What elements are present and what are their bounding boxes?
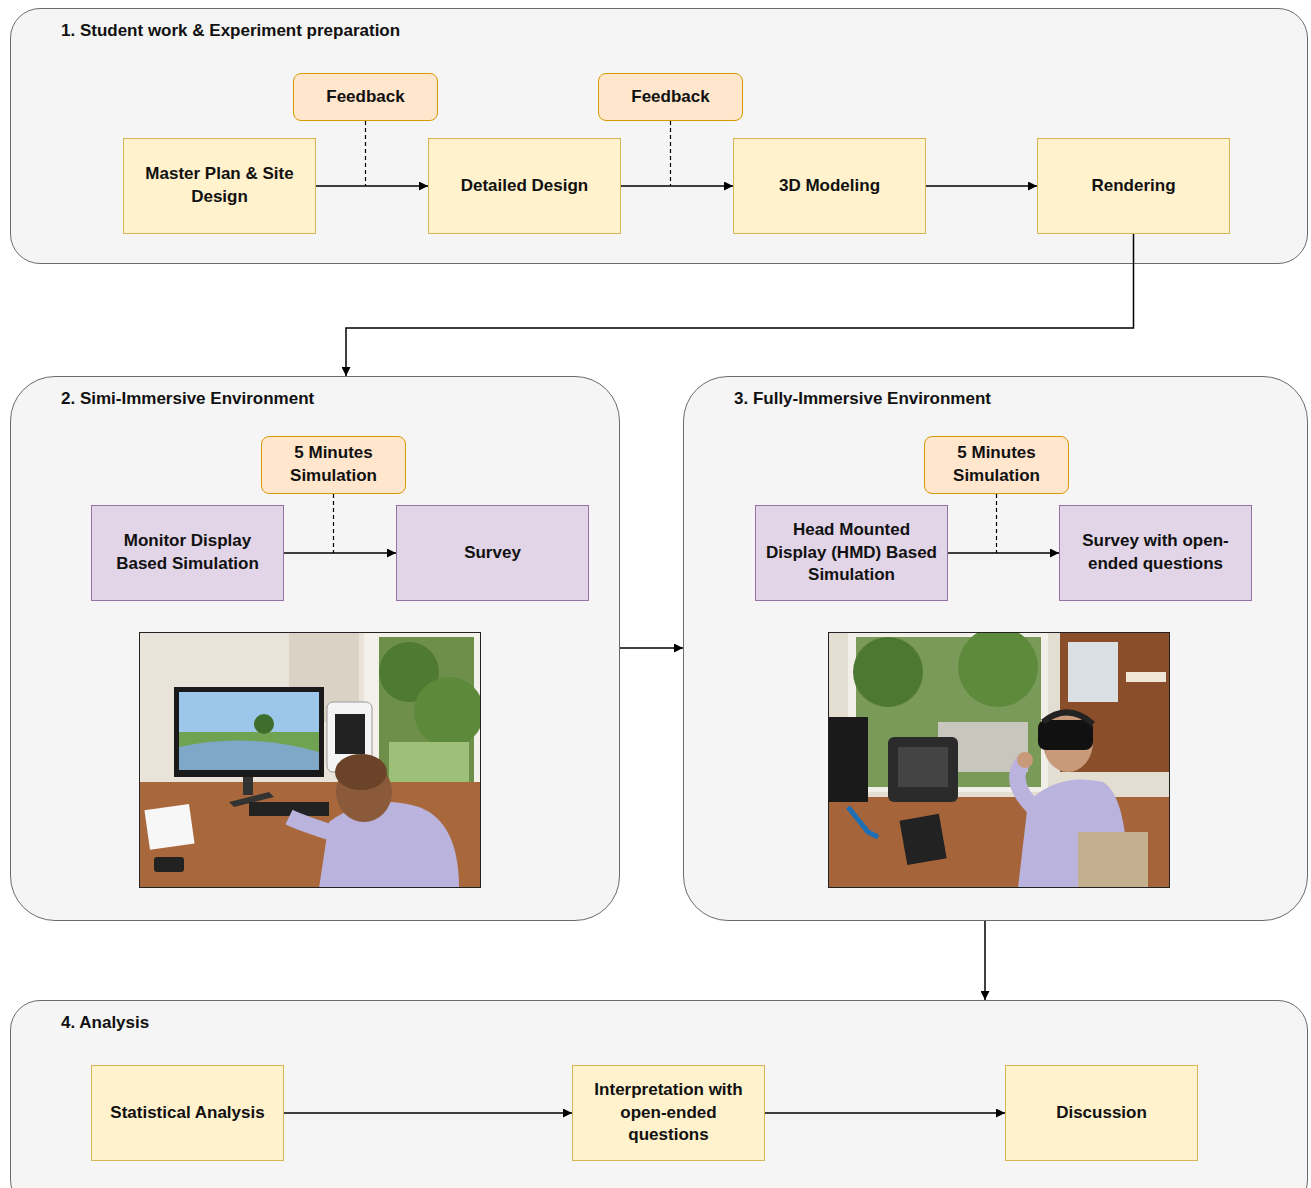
dashed-leader [333,494,334,553]
headset-photo [828,632,1170,888]
note-box: 5 Minutes Simulation [924,436,1069,494]
stage-panel: 1. Student work & Experiment preparation… [10,8,1308,264]
box-label: Survey with open-ended questions [1066,530,1245,576]
panel-heading: 2. Simi-Immersive Environment [61,389,314,409]
panel-heading: 3. Fully-Immersive Environment [734,389,991,409]
arrow-connector [926,185,1037,187]
arrow-connector [948,552,1059,554]
arrow-connector [284,552,396,554]
box-label: Master Plan & Site Design [130,163,309,209]
arrow-connector [620,647,683,649]
process-box: Interpretation with open-ended questions [572,1065,765,1161]
note-box: 5 Minutes Simulation [261,436,406,494]
box-label: Feedback [605,86,736,109]
box-label: Head Mounted Display (HMD) Based Simulat… [762,519,941,588]
note-box: Feedback [598,73,743,121]
process-box: Survey [396,505,589,601]
process-box: Survey with open-ended questions [1059,505,1252,601]
box-label: Rendering [1044,175,1223,198]
arrow-connector [984,921,986,1000]
process-box: Discussion [1005,1065,1198,1161]
process-box: Rendering [1037,138,1230,234]
process-box: 3D Modeling [733,138,926,234]
panel-heading: 1. Student work & Experiment preparation [61,21,400,41]
arrow-connector [284,1112,572,1114]
box-label: Discussion [1012,1102,1191,1125]
box-label: Feedback [300,86,431,109]
process-box: Master Plan & Site Design [123,138,316,234]
stage-panel: 4. AnalysisStatistical Analysis Interpret… [10,1000,1308,1188]
arrow-connector [316,185,428,187]
dashed-leader [365,121,366,186]
box-label: Survey [403,542,582,565]
box-label: Monitor Display Based Simulation [98,530,277,576]
process-box: Detailed Design [428,138,621,234]
box-label: 5 Minutes Simulation [268,442,399,488]
box-label: Statistical Analysis [98,1102,277,1125]
box-label: Detailed Design [435,175,614,198]
process-box: Statistical Analysis [91,1065,284,1161]
panel-heading: 4. Analysis [61,1013,149,1033]
process-box: Head Mounted Display (HMD) Based Simulat… [755,505,948,601]
note-box: Feedback [293,73,438,121]
arrow-connector [346,234,1134,376]
box-label: 3D Modeling [740,175,919,198]
dashed-leader [670,121,671,186]
dashed-leader [996,494,997,553]
box-label: Interpretation with open-ended questions [579,1079,758,1148]
box-label: 5 Minutes Simulation [931,442,1062,488]
monitor-photo [139,632,481,888]
arrow-connector [621,185,733,187]
process-box: Monitor Display Based Simulation [91,505,284,601]
arrow-connector [765,1112,1005,1114]
